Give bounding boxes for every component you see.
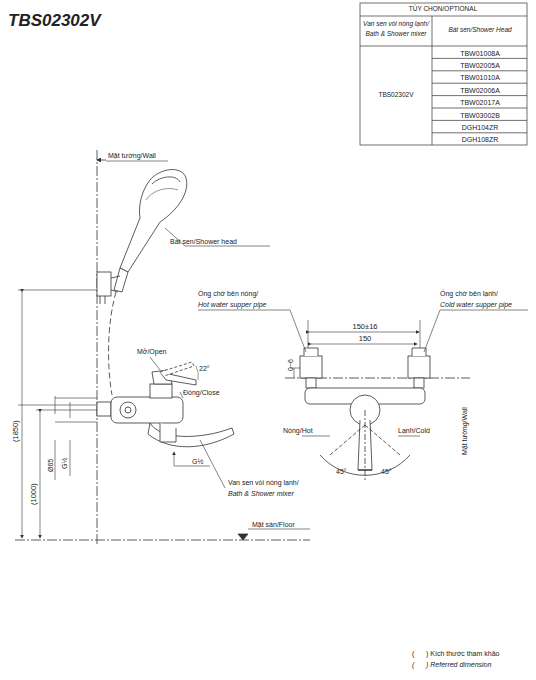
drawing-label: Bát sen/Shower head: [170, 238, 237, 245]
drawing-label: Đóng/Close: [183, 389, 220, 396]
drawing-label: G½: [61, 458, 68, 469]
drawing-label: 22°: [199, 365, 210, 372]
table-cell: Van sen vòi nóng lạnh/: [363, 21, 429, 28]
drawing-label: Nóng/Hot: [283, 427, 313, 434]
table-cell: TBW03002B: [460, 112, 500, 119]
table-cell: DGH108ZR: [462, 136, 499, 143]
drawing-label: (1000): [30, 483, 38, 505]
drawing-label: Mở/Open: [137, 348, 167, 355]
drawing-label: Hot water supper pipe: [198, 301, 266, 308]
wall-line: [97, 150, 98, 545]
table-cell: Bath & Shower mixer: [365, 31, 426, 38]
table-cell: DGH104ZR: [462, 124, 499, 131]
drawing-label: Ø65: [47, 459, 54, 472]
table-cell: TBW02005A: [460, 62, 500, 69]
bath-shower-mixer: [97, 362, 234, 447]
shower-head: [97, 170, 187, 304]
table-cell: TBW01008A: [460, 50, 500, 57]
drawing-label: 45°: [336, 468, 347, 475]
table-cell: TBS02302V: [378, 92, 413, 99]
mixer-top-view: [285, 348, 470, 480]
drawing-label: Mặt sàn/Floor: [252, 521, 295, 528]
drawing-label: ( ) Referred dimension: [412, 661, 491, 668]
drawing-label: 150±16: [353, 323, 378, 331]
drawing-label: Van sen vòi nóng lạnh/: [228, 479, 299, 486]
drawing-label: Mặt tường/Wall: [461, 407, 468, 455]
drawing-label: Ống chờ bên lạnh/: [440, 290, 498, 297]
option-table: [360, 3, 527, 145]
drawing-label: (1850): [12, 420, 20, 442]
drawing-label: ( ) Kích thước tham khảo: [412, 650, 499, 657]
drawing-label: G½: [192, 458, 203, 465]
drawing-title: TBS02302V: [8, 12, 101, 29]
drawing-label: 0~6: [287, 359, 294, 371]
dimension-lines: [18, 290, 97, 538]
table-cell: Bát sen/Shower Head: [448, 27, 511, 34]
table-cell: TBW02017A: [460, 99, 500, 106]
table-cell: TÙY CHỌN/OPTIONAL: [409, 6, 478, 13]
hose: [109, 292, 116, 395]
drawing-label: Mặt tường/Wall: [108, 152, 156, 159]
drawing-label: 150: [359, 335, 372, 343]
drawing-label: Lạnh/Cold: [398, 427, 430, 434]
floor-line: [15, 529, 310, 540]
table-cell: TBW02006A: [460, 87, 500, 94]
drawing-label: Ống chờ bên nóng/: [198, 290, 258, 297]
drawing-label: Cold water supper pipe: [440, 301, 512, 308]
drawing-label: Bath & Shower mixer: [228, 490, 294, 497]
drawing-label: 45°: [381, 468, 392, 475]
table-cell: TBW01010A: [460, 74, 500, 81]
